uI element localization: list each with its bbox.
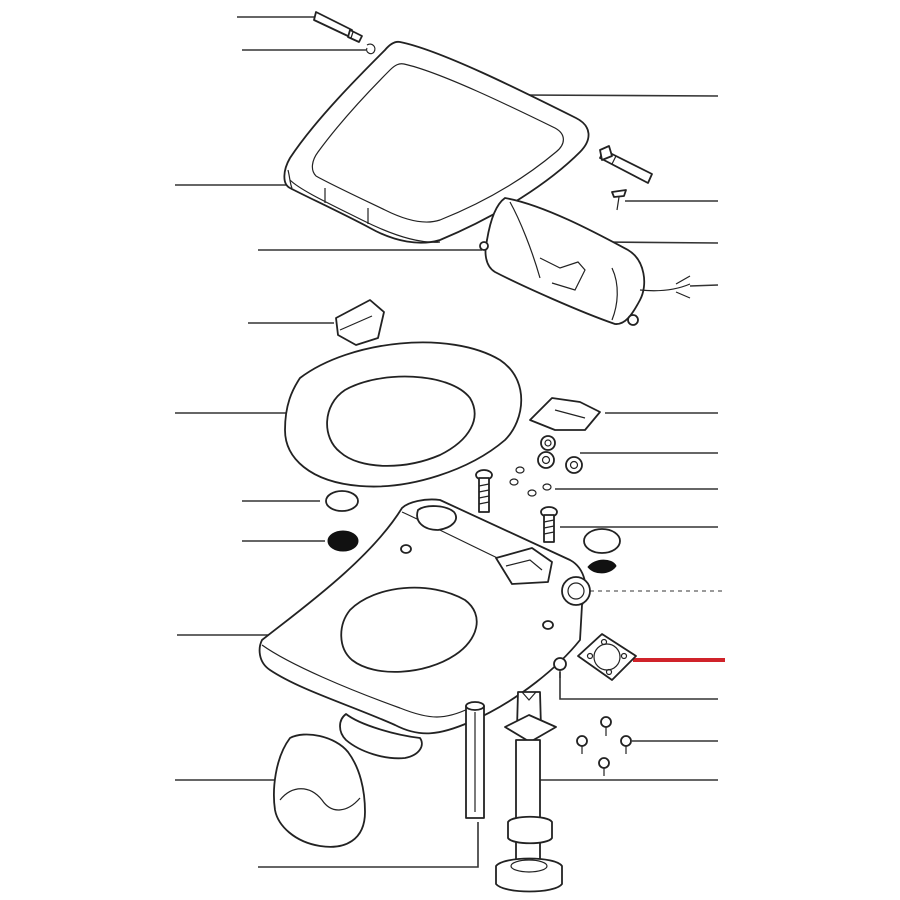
washers bbox=[509, 466, 552, 497]
pivot-knob bbox=[479, 241, 489, 251]
bowl-outlet bbox=[339, 713, 423, 760]
support-post bbox=[495, 691, 563, 893]
cap-white-right bbox=[583, 528, 621, 554]
buffer-right bbox=[529, 397, 601, 431]
cap-white-left bbox=[325, 490, 359, 512]
mounting-screws bbox=[576, 716, 632, 776]
plug-black-left bbox=[327, 530, 359, 552]
bolt-right bbox=[540, 506, 558, 543]
hinge-pin-right bbox=[599, 145, 653, 184]
base-screw bbox=[553, 657, 567, 678]
leader-rod bbox=[258, 822, 479, 868]
rod bbox=[465, 701, 485, 819]
base-unit bbox=[258, 498, 591, 735]
leader-hinge-housing bbox=[599, 241, 719, 244]
leader-cover-lid bbox=[519, 94, 719, 97]
leader-base-screw bbox=[559, 672, 718, 700]
cable bbox=[627, 275, 691, 326]
buffer-left bbox=[335, 299, 385, 346]
lid-front-edge bbox=[287, 169, 293, 189]
small-screw bbox=[611, 189, 627, 211]
bolt-left bbox=[475, 469, 493, 513]
hinge-housing bbox=[484, 197, 646, 325]
foot-cover bbox=[273, 733, 366, 848]
hinge-pin-left bbox=[313, 11, 363, 43]
leader-cable bbox=[689, 284, 719, 287]
highlighted-gasket bbox=[577, 633, 637, 681]
seat-ring bbox=[284, 341, 522, 488]
nuts bbox=[537, 435, 583, 474]
clip-ring bbox=[366, 43, 376, 55]
plug-black-right bbox=[587, 559, 617, 574]
cover-lid bbox=[283, 40, 590, 244]
